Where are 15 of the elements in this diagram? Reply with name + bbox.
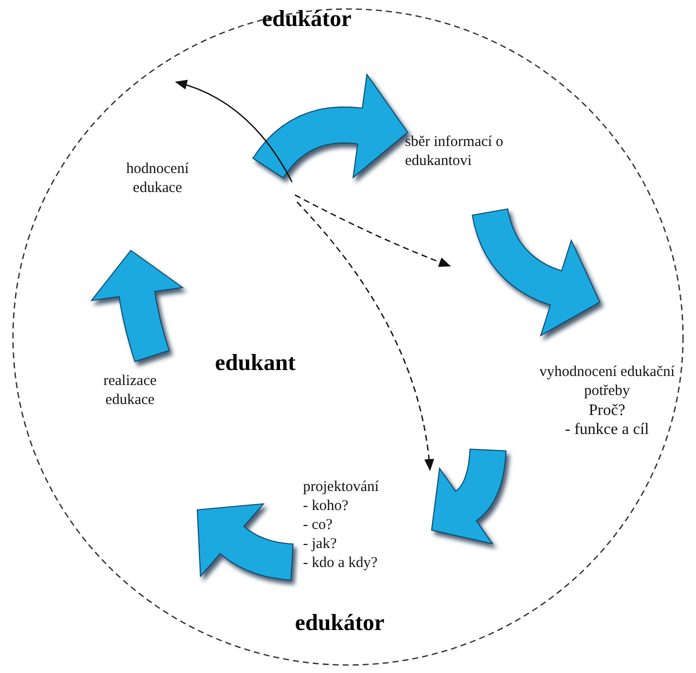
phase-text: sběr informací o edukantovi — [405, 133, 504, 171]
phase-text: projektování — [303, 478, 380, 497]
role-label: edukant — [215, 350, 296, 376]
phase-text: vyhodnocení edukační potřeby — [538, 363, 676, 401]
phase-text: - co? — [303, 516, 334, 535]
phase-text: realizace edukace — [102, 372, 158, 410]
phase-text: hodnocení edukace — [125, 160, 190, 198]
phase-text: - funkce a cíl — [564, 420, 650, 439]
role-label: edukátor — [295, 610, 384, 636]
phase-text: - jak? — [303, 535, 338, 554]
phase-text: Proč? — [588, 401, 626, 420]
phase-text: - koho? — [303, 497, 350, 516]
phase-text: - kdo a kdy? — [303, 554, 379, 573]
role-label: edukátor — [262, 6, 352, 32]
dashed-circle — [12, 8, 684, 666]
